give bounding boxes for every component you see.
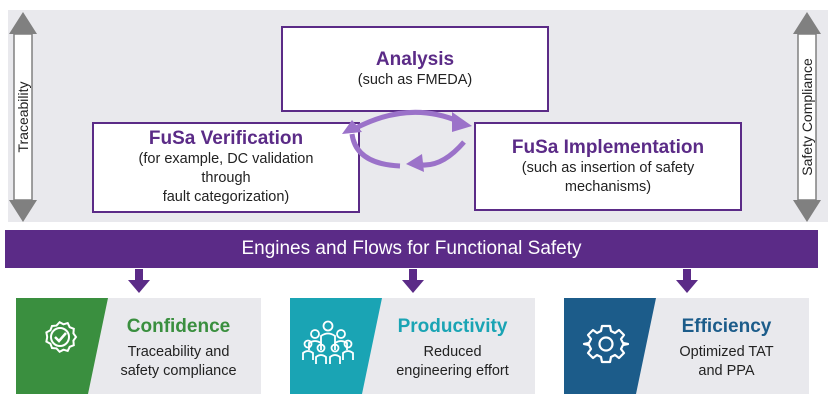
- double-arrow-icon: [9, 12, 37, 222]
- traceability-arrow: Traceability: [8, 12, 38, 222]
- implementation-title: FuSa Implementation: [511, 136, 705, 158]
- card-desc-line: and PPA: [698, 363, 755, 379]
- card-title: Productivity: [397, 316, 508, 337]
- analysis-box: Analysis (such as FMEDA): [281, 26, 549, 112]
- analysis-title: Analysis: [375, 48, 455, 70]
- cycle-arrows-icon: [342, 109, 472, 172]
- card-desc-line: Reduced: [423, 344, 482, 360]
- card-title: Confidence: [126, 316, 231, 337]
- card-desc-line: engineering effort: [396, 363, 509, 379]
- confidence-card: Confidence Traceability and safety compl…: [16, 298, 261, 394]
- implementation-box: FuSa Implementation (such as insertion o…: [474, 122, 742, 211]
- down-arrow-icon: [402, 269, 424, 293]
- efficiency-card: Efficiency Optimized TAT and PPA: [564, 298, 809, 394]
- analysis-desc-line: (such as FMEDA): [357, 71, 473, 88]
- traceability-label: Traceability: [15, 81, 31, 153]
- implementation-desc-line: (such as insertion of safety: [521, 159, 695, 176]
- double-arrow-icon: [793, 12, 821, 222]
- verification-desc-line: (for example, DC validation: [138, 151, 314, 167]
- card-title: Efficiency: [681, 316, 772, 337]
- implementation-desc-line: mechanisms): [564, 178, 652, 195]
- verification-title: FuSa Verification: [148, 128, 304, 149]
- safety-compliance-label: Safety Compliance: [799, 58, 815, 176]
- verification-box: FuSa Verification (for example, DC valid…: [92, 122, 360, 213]
- down-arrow-icon: [128, 269, 150, 293]
- safety-compliance-arrow: Safety Compliance: [792, 12, 822, 222]
- verification-desc-line: fault categorization): [162, 189, 290, 205]
- people-group-icon: [290, 298, 382, 394]
- card-desc-line: safety compliance: [120, 363, 237, 379]
- gear-icon: [564, 298, 656, 394]
- engines-flows-banner: Engines and Flows for Functional Safety: [5, 230, 818, 268]
- check-badge-icon: [16, 298, 108, 394]
- down-arrow-icon: [676, 269, 698, 293]
- card-desc-line: Optimized TAT: [679, 344, 774, 360]
- verification-desc-line: through: [201, 170, 251, 186]
- productivity-card: Productivity Reduced engineering effort: [290, 298, 535, 394]
- card-desc-line: Traceability and: [127, 344, 230, 360]
